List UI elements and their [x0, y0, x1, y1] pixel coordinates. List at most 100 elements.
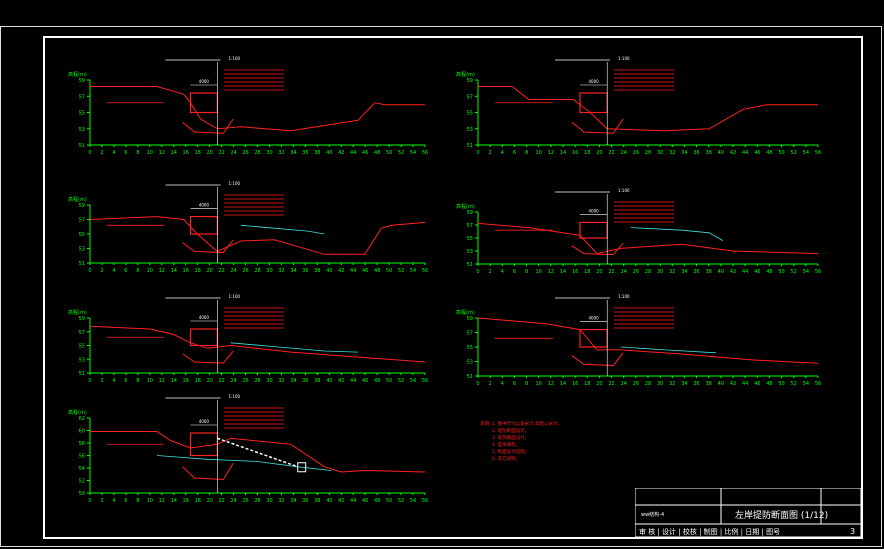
p6-scale-label: 1:100	[618, 294, 630, 299]
p2-x-tick-label: 4	[501, 150, 504, 156]
p6-x-tick-label: 10	[536, 381, 542, 387]
p3-x-tick-label: 42	[338, 268, 344, 274]
p2-x-tick-label: 12	[548, 150, 554, 156]
p5-x-tick-label: 20	[206, 378, 212, 384]
p3-y-label: 高程(m)	[68, 196, 87, 203]
p1-toe-protection	[182, 118, 234, 134]
p1-x-tick-label: 2	[100, 150, 103, 156]
p2-x-tick-label: 20	[596, 150, 602, 156]
p5-x-tick-label: 56	[422, 378, 428, 384]
p1-y-label: 高程(m)	[68, 71, 87, 78]
p4-y-tick-label: 55	[467, 236, 473, 242]
p6-y-tick-label: 59	[467, 316, 473, 322]
p7-drain-box	[297, 462, 307, 473]
p7-y-label: 高程(m)	[68, 409, 87, 416]
p7-x-tick-label: 56	[422, 498, 428, 504]
p3-x-tick-label: 52	[398, 268, 404, 274]
p3-x-tick-label: 10	[147, 268, 153, 274]
p1-y-tick-label: 55	[79, 111, 85, 117]
p4-y-label: 高程(m)	[456, 203, 475, 210]
p4-x-tick-label: 0	[476, 269, 479, 275]
drawing-number: 3	[850, 527, 855, 536]
p7-x-tick-label: 52	[398, 498, 404, 504]
p6-x-tick-label: 46	[754, 381, 760, 387]
p6-ground-profile	[477, 317, 819, 364]
p6-x-tick-label: 12	[548, 381, 554, 387]
p7-x-tick-label: 34	[290, 498, 296, 504]
p4-x-tick-label: 20	[596, 269, 602, 275]
p4-x-tick-label: 30	[657, 269, 663, 275]
p2-x-tick-label: 28	[645, 150, 651, 156]
p2-x-tick-label: 6	[513, 150, 516, 156]
p6-x-tick-label: 22	[608, 381, 614, 387]
p7-x-tick-label: 38	[314, 498, 320, 504]
p1-y-tick-label: 53	[79, 127, 85, 133]
p6-x-tick-label: 52	[791, 381, 797, 387]
p7-x-tick-label: 28	[254, 498, 260, 504]
p1-x-tick-label: 52	[398, 150, 404, 156]
p4-y-tick-label: 59	[467, 210, 473, 216]
p6-y-tick-label: 57	[467, 331, 473, 337]
p2-y-tick-label: 59	[467, 78, 473, 84]
p3-x-tick-label: 50	[386, 268, 392, 274]
p1-x-tick-label: 40	[326, 150, 332, 156]
note-line: 6. 其它说明。	[492, 455, 520, 462]
p6-x-tick-label: 56	[815, 381, 821, 387]
p1-x-tick-label: 50	[386, 150, 392, 156]
p5-toe-protection	[182, 350, 234, 364]
p7-toe-protection	[182, 462, 234, 481]
p6-y-tick-label: 55	[467, 345, 473, 351]
p1-x-tick-label: 36	[302, 150, 308, 156]
p3-x-tick-label: 54	[410, 268, 416, 274]
p7-water-line	[156, 455, 332, 471]
p3-x-tick-label: 40	[326, 268, 332, 274]
p5-x-tick-label: 38	[314, 378, 320, 384]
p6-levee-body	[579, 329, 608, 348]
p6-x-tick-label: 28	[645, 381, 651, 387]
p6-toe-protection	[571, 352, 624, 367]
p4-x-tick-label: 2	[489, 269, 492, 275]
p2-x-tick-label: 24	[621, 150, 627, 156]
p7-x-tick-label: 2	[100, 498, 103, 504]
p1-x-tick-label: 34	[290, 150, 296, 156]
p3-x-tick-label: 28	[254, 268, 260, 274]
p6-x-tick-label: 50	[778, 381, 784, 387]
p4-x-tick-label: 42	[730, 269, 736, 275]
p4-x-tick-label: 52	[791, 269, 797, 275]
p1-y-tick-label: 59	[79, 78, 85, 84]
p5-y-tick-label: 55	[79, 344, 85, 350]
p3-y-tick-label: 53	[79, 247, 85, 253]
p6-x-tick-label: 40	[718, 381, 724, 387]
p6-y-tick-label: 53	[467, 360, 473, 366]
p2-x-tick-label: 2	[489, 150, 492, 156]
p7-y-tick-label: 58	[79, 441, 85, 447]
p2-toe-protection	[571, 118, 624, 134]
p5-x-tick-label: 40	[326, 378, 332, 384]
p6-x-tick-label: 54	[803, 381, 809, 387]
inner-frame	[43, 36, 863, 539]
p7-x-tick-label: 42	[338, 498, 344, 504]
p6-x-tick-label: 38	[706, 381, 712, 387]
p2-y-tick-label: 53	[467, 127, 473, 133]
p4-x-tick-label: 34	[681, 269, 687, 275]
p5-x-tick-label: 2	[100, 378, 103, 384]
p4-x-tick-label: 54	[803, 269, 809, 275]
p5-x-tick-label: 6	[124, 378, 127, 384]
p4-x-tick-label: 6	[513, 269, 516, 275]
p3-x-tick-label: 0	[88, 268, 91, 274]
p2-x-tick-label: 42	[730, 150, 736, 156]
p3-x-tick-label: 16	[183, 268, 189, 274]
p4-x-tick-label: 48	[766, 269, 772, 275]
p7-x-tick-label: 10	[147, 498, 153, 504]
p2-levee-body	[579, 92, 608, 114]
p2-x-tick-label: 22	[608, 150, 614, 156]
p7-y-tick-label: 62	[79, 416, 85, 422]
p5-dim-label: 4000	[199, 315, 210, 320]
p1-y-tick-label: 57	[79, 94, 85, 100]
note-line: 3. 堤顶路面设计。	[492, 434, 529, 441]
p3-x-tick-label: 24	[230, 268, 236, 274]
p5-y-tick-label: 59	[79, 316, 85, 322]
p2-x-tick-label: 0	[476, 150, 479, 156]
p3-y-tick-label: 57	[79, 218, 85, 224]
